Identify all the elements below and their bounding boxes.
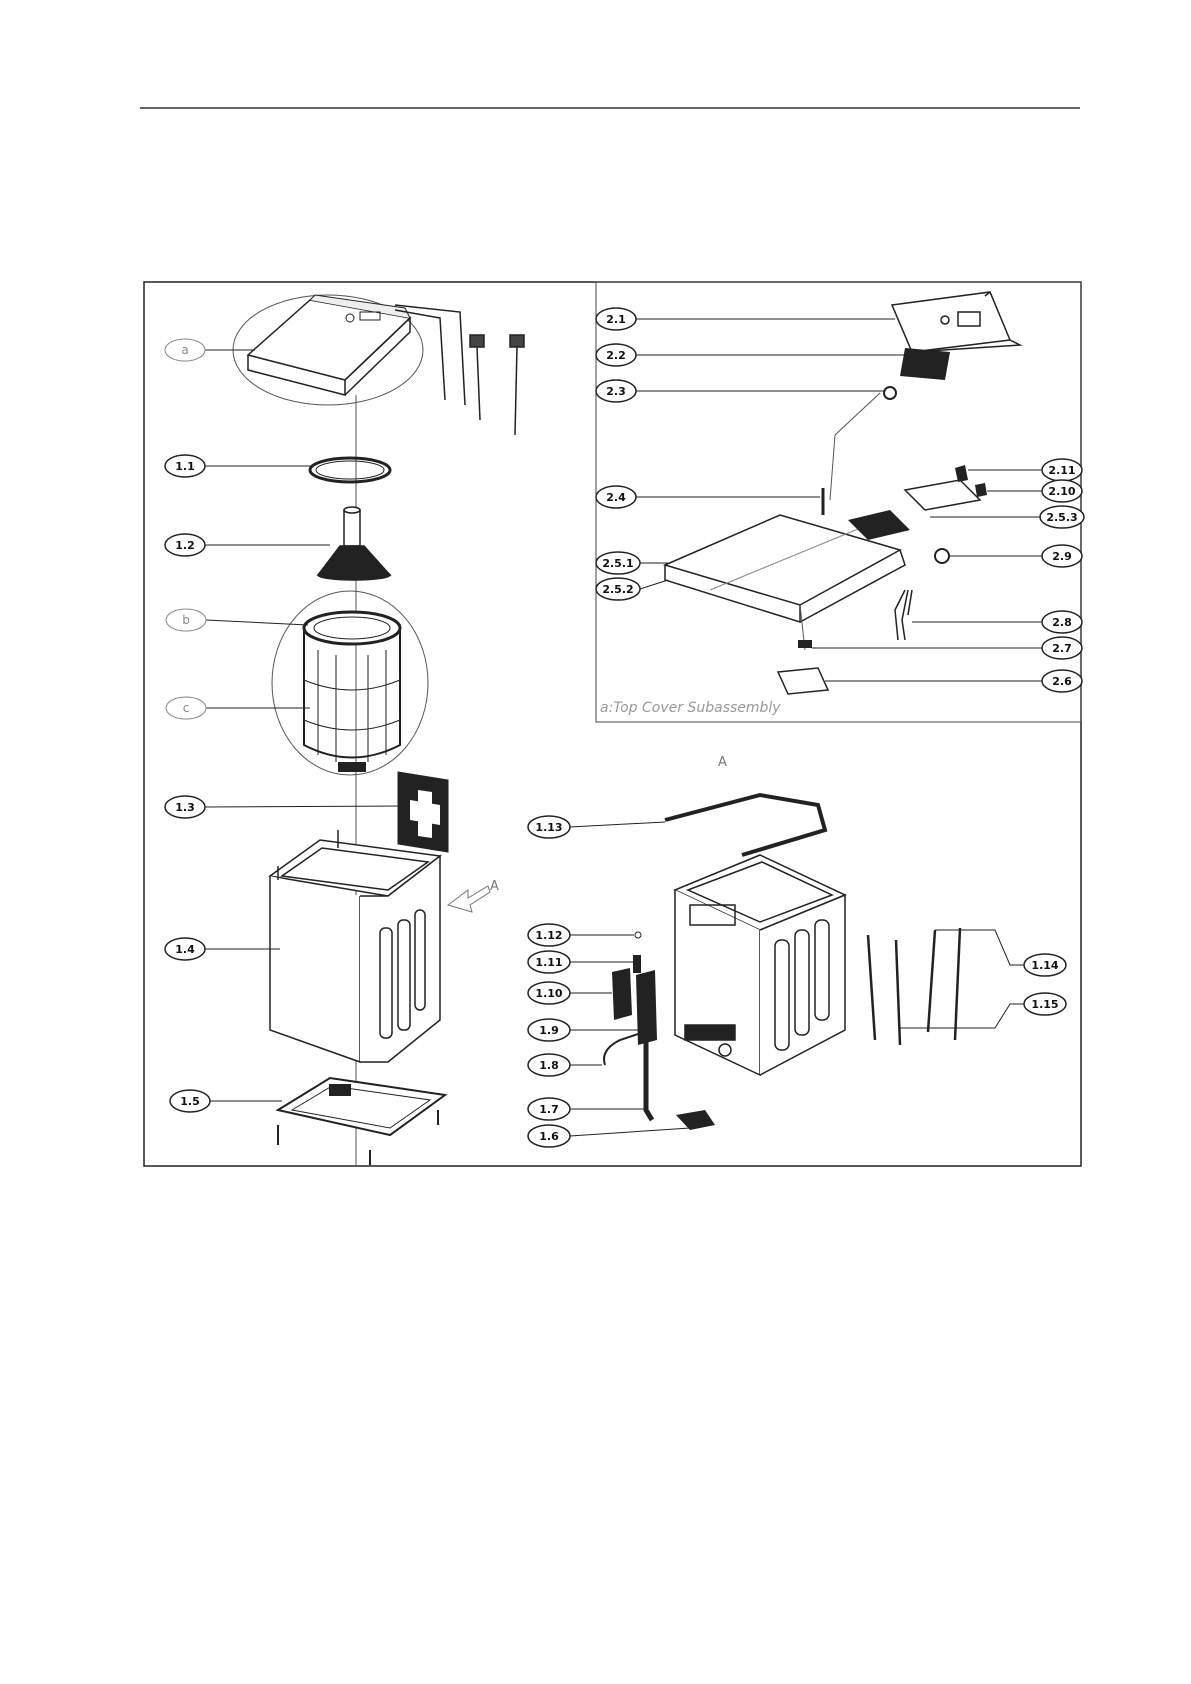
callout-b-label: b: [182, 613, 190, 627]
callout-2-3-label: 2.3: [606, 385, 626, 398]
top-cover-assembly: [233, 295, 423, 405]
callout-a-label: a: [181, 343, 188, 357]
callout-1-2: 1.2: [165, 534, 330, 556]
callout-1-6: 1.6: [528, 1125, 690, 1147]
callout-1-15-label: 1.15: [1031, 998, 1058, 1011]
part-1-11: [633, 955, 641, 973]
control-panel: [892, 292, 1020, 352]
callout-1-4: 1.4: [165, 938, 280, 960]
part-1-7: [646, 1040, 652, 1120]
callout-1-15: 1.15: [900, 993, 1066, 1028]
inlet-hoses: [395, 305, 524, 435]
callout-1-1: 1.1: [165, 455, 312, 477]
lid-switch-box: [778, 668, 828, 694]
callout-1-2-label: 1.2: [175, 539, 195, 552]
callout-2-8-label: 2.8: [1052, 616, 1072, 629]
callout-2-11-label: 2.11: [1048, 464, 1075, 477]
lid-hinge: [798, 640, 812, 648]
view-arrow-label: A: [490, 879, 499, 894]
callout-1-5-label: 1.5: [180, 1095, 200, 1108]
inset-frame: [596, 282, 1081, 722]
rear-panel-plate: [398, 772, 448, 852]
callout-1-3: 1.3: [165, 796, 400, 818]
callout-1-4-label: 1.4: [175, 943, 195, 956]
callout-1-9: 1.9: [528, 1019, 638, 1041]
view-a-label: A: [718, 755, 727, 770]
callout-2-10: 2.10: [987, 480, 1082, 502]
part-1-12: [635, 932, 641, 938]
wire-harness: [895, 590, 912, 640]
callout-2-7-label: 2.7: [1052, 642, 1072, 655]
water-valve: [935, 549, 949, 563]
callout-2-5-2-label: 2.5.2: [602, 583, 633, 596]
callout-2-3: 2.3: [596, 380, 884, 402]
callout-1-14-label: 1.14: [1031, 959, 1058, 972]
callout-2-9-label: 2.9: [1052, 550, 1072, 563]
inner-tub: [272, 591, 428, 775]
inset-caption: a:Top Cover Subassembly: [600, 700, 781, 716]
part-1-6: [676, 1110, 715, 1130]
callout-2-2: 2.2: [596, 344, 905, 366]
callout-c-label: c: [183, 701, 190, 715]
callout-2-4: 2.4: [596, 486, 820, 508]
callout-2-6: 2.6: [825, 670, 1082, 692]
suspension-rods: [868, 928, 960, 1045]
callout-2-2-label: 2.2: [606, 349, 626, 362]
callout-c: c: [166, 697, 310, 719]
cabinet: [270, 830, 440, 1062]
callout-b: b: [166, 609, 308, 631]
pcb-board: [900, 348, 950, 380]
view-arrow: A: [448, 879, 499, 912]
callout-1-8: 1.8: [528, 1054, 602, 1076]
base-frame: [278, 1078, 445, 1165]
callout-2-5-3: 2.5.3: [930, 506, 1084, 528]
callout-a: a: [165, 339, 255, 361]
callout-1-12: 1.12: [528, 924, 634, 946]
cabinet-rear-view: [675, 855, 845, 1075]
callout-2-5-3-label: 2.5.3: [1046, 511, 1077, 524]
callout-2-11: 2.11: [968, 459, 1082, 481]
callout-1-11: 1.11: [528, 951, 633, 973]
callout-1-13-label: 1.13: [535, 821, 562, 834]
callout-2-1-label: 2.1: [606, 313, 626, 326]
callout-2-8: 2.8: [912, 611, 1082, 633]
callout-1-10: 1.10: [528, 982, 612, 1004]
agitator: [318, 507, 390, 580]
callout-1-7: 1.7: [528, 1098, 645, 1120]
callout-2-5-1: 2.5.1: [596, 552, 668, 574]
callout-2-1: 2.1: [596, 308, 895, 330]
callout-2-6-label: 2.6: [1052, 675, 1072, 688]
knob: [884, 387, 896, 399]
callout-1-11-label: 1.11: [535, 956, 562, 969]
callout-1-9-label: 1.9: [539, 1024, 559, 1037]
callout-1-3-label: 1.3: [175, 801, 195, 814]
balance-ring: [310, 458, 390, 482]
detergent-drawer: [848, 465, 987, 540]
callout-1-6-label: 1.6: [539, 1130, 559, 1143]
callout-1-5: 1.5: [170, 1090, 282, 1112]
callout-1-12-label: 1.12: [535, 929, 562, 942]
callout-1-1-label: 1.1: [175, 460, 195, 473]
callout-1-10-label: 1.10: [535, 987, 562, 1000]
callout-1-7-label: 1.7: [539, 1103, 559, 1116]
callout-2-4-label: 2.4: [606, 491, 626, 504]
callout-2-5-1-label: 2.5.1: [602, 557, 633, 570]
callout-2-7: 2.7: [812, 637, 1082, 659]
callout-1-14: 1.14: [935, 930, 1066, 976]
callout-2-10-label: 2.10: [1048, 485, 1075, 498]
callout-2-9: 2.9: [949, 545, 1082, 567]
callout-1-13: 1.13: [528, 816, 665, 838]
part-1-10: [612, 968, 632, 1020]
callout-2-5-2: 2.5.2: [596, 578, 668, 600]
top-frame-gasket: [665, 795, 825, 855]
callout-1-8-label: 1.8: [539, 1059, 559, 1072]
